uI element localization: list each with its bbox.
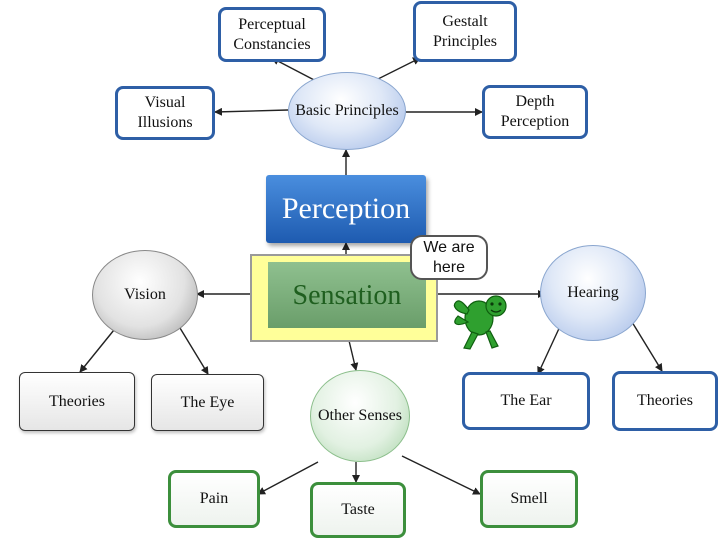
vision-label: Vision bbox=[124, 286, 166, 303]
other-senses-label: Other Senses bbox=[318, 407, 402, 424]
pain-node: Pain bbox=[168, 470, 260, 528]
sensation-node: Sensation bbox=[268, 262, 426, 328]
hearing-node: Hearing bbox=[540, 245, 646, 341]
gestalt-principles-node: Gestalt Principles bbox=[413, 1, 517, 62]
visual-illusions-label: Visual Illusions bbox=[137, 94, 193, 131]
the-ear-label: The Ear bbox=[500, 392, 552, 409]
taste-label: Taste bbox=[341, 501, 375, 518]
vision-theories-node: Theories bbox=[19, 372, 135, 431]
depth-perception-node: Depth Perception bbox=[482, 85, 588, 139]
sensation-label: Sensation bbox=[292, 279, 402, 311]
hearing-theories-label: Theories bbox=[637, 392, 693, 409]
vision-node: Vision bbox=[92, 250, 198, 340]
basic-principles-node: Basic Principles bbox=[288, 72, 406, 150]
the-eye-label: The Eye bbox=[180, 393, 235, 411]
taste-node: Taste bbox=[310, 482, 406, 538]
depth-perception-label: Depth Perception bbox=[500, 93, 570, 130]
the-ear-node: The Ear bbox=[462, 372, 590, 430]
perceptual-constancies-label: Perceptual Constancies bbox=[233, 15, 311, 53]
basic-principles-label: Basic Principles bbox=[295, 102, 399, 119]
visual-illusions-node: Visual Illusions bbox=[115, 86, 215, 140]
turtle-mascot-icon bbox=[453, 295, 507, 350]
callout-bubble: We are here bbox=[410, 235, 488, 280]
gestalt-principles-label: Gestalt Principles bbox=[433, 12, 497, 50]
callout-text: We are here bbox=[423, 239, 475, 276]
smell-node: Smell bbox=[480, 470, 578, 528]
perception-label: Perception bbox=[281, 192, 411, 226]
other-senses-node: Other Senses bbox=[310, 370, 410, 462]
perception-node: Perception bbox=[266, 175, 426, 243]
the-eye-node: The Eye bbox=[151, 374, 264, 431]
smell-label: Smell bbox=[510, 490, 548, 507]
hearing-theories-node: Theories bbox=[612, 371, 718, 431]
perceptual-constancies-node: Perceptual Constancies bbox=[218, 7, 326, 62]
vision-theories-label: Theories bbox=[49, 392, 105, 410]
hearing-label: Hearing bbox=[567, 284, 619, 301]
pain-label: Pain bbox=[199, 490, 229, 507]
